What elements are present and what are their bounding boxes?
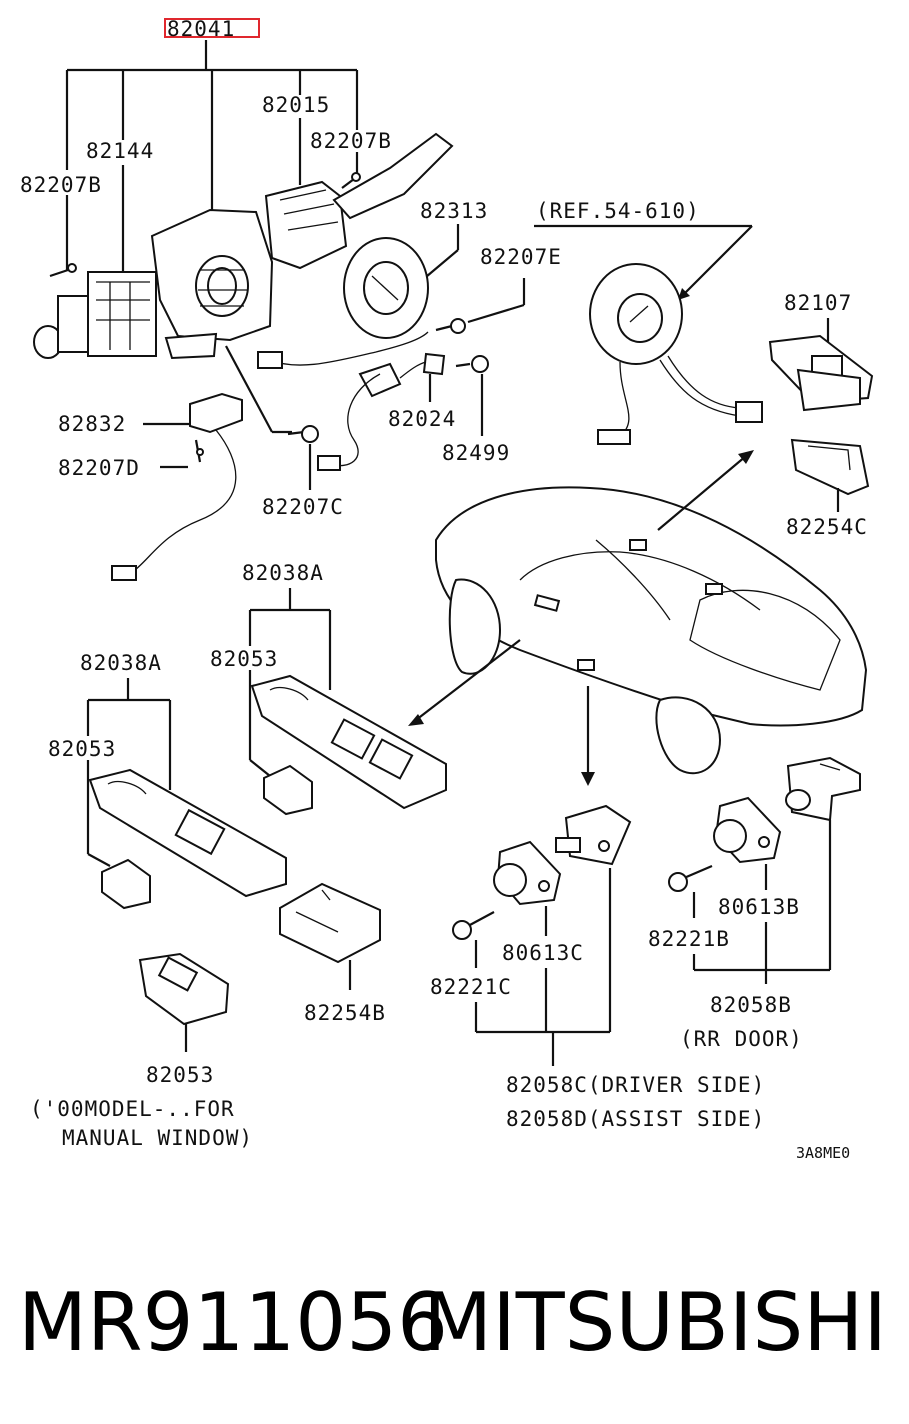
label-82499[interactable]: 82499 [442,441,510,465]
switch-82107-drawing [768,334,874,412]
label-82053-lower[interactable]: 82053 [48,737,116,761]
label-82207b-left[interactable]: 82207B [20,173,102,197]
label-diagram-code: 3A8ME0 [796,1144,850,1162]
label-82038a-upper[interactable]: 82038A [242,561,324,585]
manual-window-switch-drawing [138,952,230,1026]
label-82221b[interactable]: 82221B [648,927,730,951]
label-82053-upper[interactable]: 82053 [210,647,278,671]
label-82024[interactable]: 82024 [388,407,456,431]
label-82207b-right[interactable]: 82207B [310,129,392,153]
clock-spring-ref-drawing [589,263,763,445]
part-number: MR911056 [18,1276,448,1369]
label-82207c[interactable]: 82207C [262,495,344,519]
screw-82207e-drawing [435,318,466,334]
label-82207e[interactable]: 82207E [480,245,562,269]
label-82053-manual[interactable]: 82053 [146,1063,214,1087]
combination-switch-drawing [33,132,454,360]
label-82058c[interactable]: 82058C(DRIVER SIDE) [506,1073,765,1097]
bracket-82041 [65,40,359,275]
nut-82499-drawing [455,355,489,373]
screw-82221c-drawing [452,911,495,940]
label-ref-54-610[interactable]: (REF.54-610) [536,199,700,223]
label-manual-line2[interactable]: MANUAL WINDOW) [62,1126,253,1150]
label-82254c[interactable]: 82254C [786,515,868,539]
label-manual-line1[interactable]: ('00MODEL-..FOR [30,1097,235,1121]
label-82107[interactable]: 82107 [784,291,852,315]
label-82832[interactable]: 82832 [58,412,126,436]
window-switch-passenger-drawing [88,768,287,910]
bracket-82254c-drawing [790,438,870,496]
bracket-82254b-drawing [279,882,381,964]
clock-spring-82313-drawing [343,237,429,339]
sensor-82024-drawing [317,352,446,471]
brand-name: MITSUBISHI [423,1276,887,1369]
label-82144[interactable]: 82144 [86,139,154,163]
label-82221c[interactable]: 82221C [430,975,512,999]
sensor-82832-drawing [111,392,243,581]
screw-82207d-drawing [194,439,204,463]
door-switch-80613b-drawing [713,796,782,864]
label-82254b[interactable]: 82254B [304,1001,386,1025]
label-82038a-lower[interactable]: 82038A [80,651,162,675]
door-switch-rear-drawing [785,756,861,822]
arrows-from-car [408,450,754,786]
label-80613c[interactable]: 80613C [502,941,584,965]
screw-82221b-drawing [668,864,713,892]
label-82058b[interactable]: 82058B [710,993,792,1017]
screw-82207c-drawing [287,425,319,443]
door-switch-80613c-drawing [493,840,562,906]
label-82041[interactable]: 82041 [167,17,235,41]
footer: MR911056 MITSUBISHI [0,1268,909,1378]
label-82207d[interactable]: 82207D [58,456,140,480]
window-switch-driver-drawing [250,674,447,816]
car-outline-drawing [435,486,868,775]
label-82058d[interactable]: 82058D(ASSIST SIDE) [506,1107,765,1131]
label-82015[interactable]: 82015 [262,93,330,117]
label-rr-door[interactable]: (RR DOOR) [680,1027,803,1051]
label-80613b[interactable]: 80613B [718,895,800,919]
label-82313[interactable]: 82313 [420,199,488,223]
highlight-box-82041[interactable] [164,18,260,38]
door-switch-front-drawing [555,804,632,866]
